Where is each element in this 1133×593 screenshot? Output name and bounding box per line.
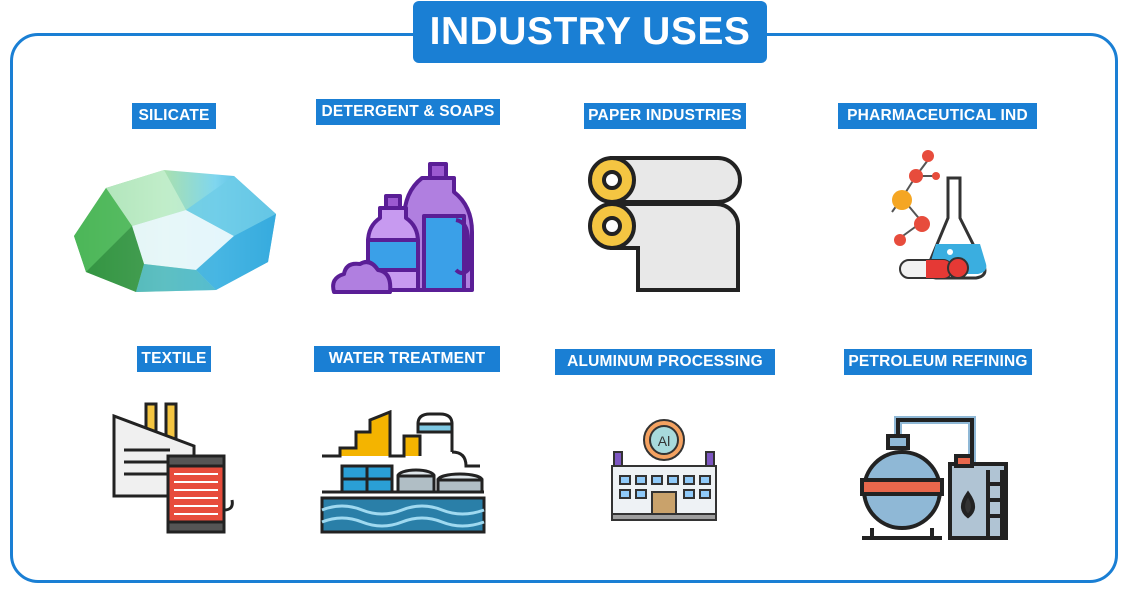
label-petroleum-refining: PETROLEUM REFINING (844, 349, 1032, 375)
detergent-bottles-icon (330, 160, 480, 296)
label-water-treatment: WATER TREATMENT (314, 346, 500, 372)
label-paper-industries: PAPER INDUSTRIES (584, 103, 746, 129)
textile-factory-icon (110, 400, 236, 536)
crystal-icon (66, 166, 282, 296)
label-aluminum-processing: ALUMINUM PROCESSING (555, 349, 775, 375)
water-plant-icon (318, 410, 488, 536)
aluminum-factory-icon: Al (610, 416, 718, 524)
refinery-icon (858, 414, 1018, 542)
label-textile: TEXTILE (137, 346, 211, 372)
al-symbol: Al (658, 433, 670, 449)
label-pharmaceutical: PHARMACEUTICAL IND (838, 103, 1037, 129)
paper-rolls-icon (588, 154, 742, 294)
flask-molecule-icon (888, 148, 994, 282)
page-title: INDUSTRY USES (413, 1, 767, 63)
label-silicate: SILICATE (132, 103, 216, 129)
label-detergent-soaps: DETERGENT & SOAPS (316, 99, 500, 125)
